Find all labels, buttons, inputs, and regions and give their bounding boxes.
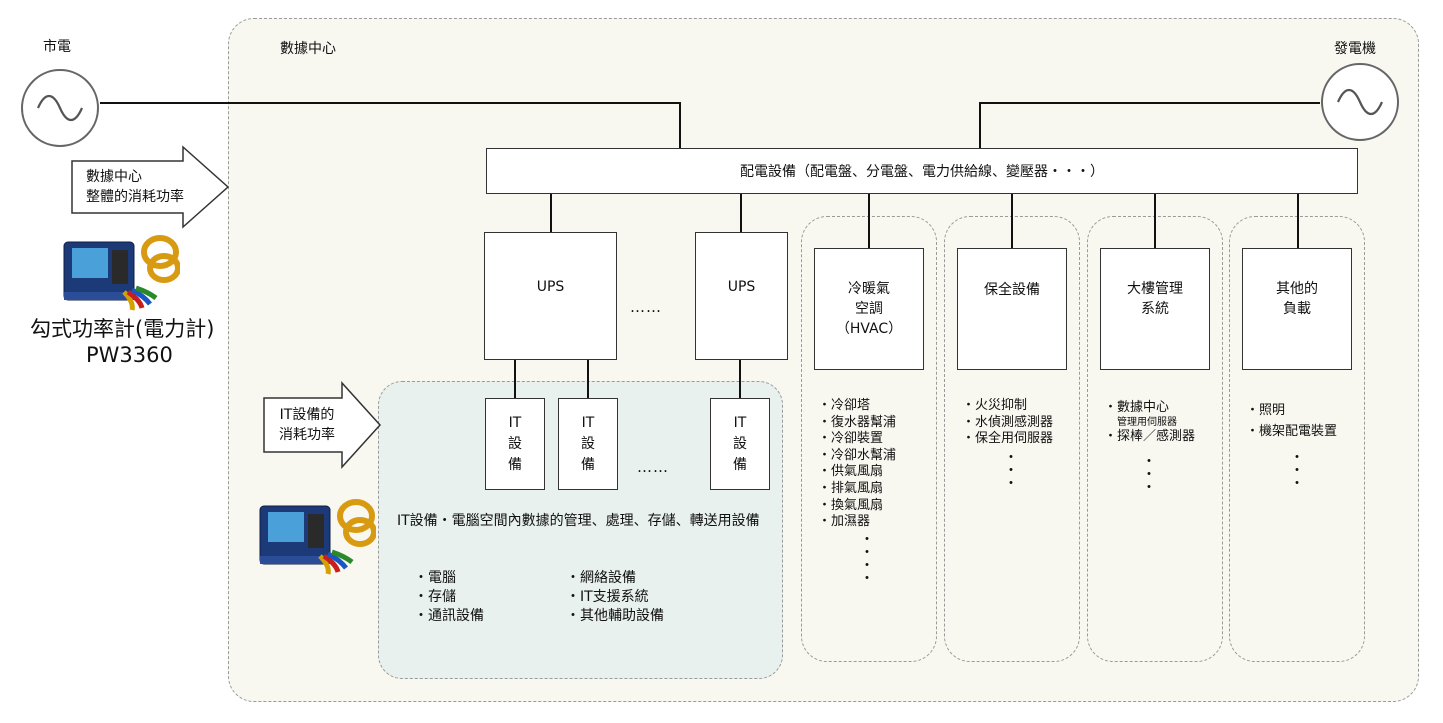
- ups2-feed-line: [740, 194, 742, 232]
- building-title-line1: 大樓管理: [1127, 281, 1183, 297]
- it-list-right: ・網絡設備 ・IT支援系統 ・其他輔助設備: [566, 569, 664, 626]
- security-item: ・保全用伺服器: [962, 431, 1054, 447]
- it-list-left-item: ・通訊設備: [414, 608, 484, 624]
- it-device-2-line1: IT: [581, 414, 595, 431]
- it-device-3-line2: 設: [733, 435, 747, 452]
- it-device-1-line3: 備: [508, 456, 522, 473]
- ups1-feed-line: [550, 194, 552, 232]
- building-title-line2: 系統: [1141, 301, 1169, 317]
- it-device-3-line1: IT: [733, 414, 747, 431]
- ups-label-2: UPS: [727, 279, 756, 295]
- meter-model: PW3360: [86, 343, 173, 367]
- total-power-line2: 整體的消耗功率: [86, 189, 184, 205]
- grid-label: 市電: [43, 39, 71, 55]
- it-list-right-item: ・網絡設備: [566, 570, 636, 586]
- hvac-title-line3: （HVAC）: [835, 321, 903, 337]
- other-feed-line: [1297, 194, 1299, 248]
- generator-ac-source-icon: [1320, 62, 1400, 142]
- ups-box-1: UPS: [484, 232, 617, 360]
- generator-label: 發電機: [1334, 41, 1376, 57]
- it2-feed-line: [587, 360, 589, 398]
- total-power-arrow-icon: [70, 144, 230, 230]
- building-more-dots: ・・・: [1142, 454, 1156, 496]
- security-box: 保全設備: [957, 248, 1067, 370]
- hvac-item: ・排氣風扇: [818, 480, 884, 496]
- hvac-item: ・加濕器: [818, 514, 871, 530]
- power-meter-device-icon: [62, 232, 181, 312]
- ups-box-2: UPS: [695, 232, 788, 360]
- it-device-1-line2: 設: [508, 435, 522, 452]
- other-item: ・機架配電裝置: [1246, 424, 1338, 439]
- building-item: ・數據中心: [1104, 400, 1170, 415]
- grid-drop-line: [679, 102, 681, 148]
- other-load-box: 其他的 負載: [1242, 248, 1352, 370]
- it-device-box-3: IT 設 備: [710, 398, 770, 490]
- grid-line: [100, 102, 680, 104]
- other-more-dots: ・・・: [1290, 450, 1304, 492]
- security-item: ・水偵測感測器: [962, 414, 1054, 430]
- it-power-line1: IT設備的: [279, 407, 335, 423]
- it1-feed-line: [514, 360, 516, 398]
- hvac-item: ・冷卻裝置: [818, 431, 884, 447]
- ups-ellipsis: ……: [630, 298, 662, 316]
- it-list-left-item: ・存儲: [414, 589, 456, 605]
- hvac-feed-line: [868, 194, 870, 248]
- distribution-label: 配電設備（配電盤、分電盤、電力供給線、變壓器・・・）: [740, 164, 1104, 180]
- it-list-right-item: ・IT支援系統: [566, 589, 649, 605]
- total-power-line1: 數據中心: [86, 169, 142, 185]
- grid-ac-source-icon: [20, 68, 100, 148]
- hvac-more-dots: ・・・・: [860, 532, 874, 587]
- generator-drop-line: [979, 102, 981, 148]
- it3-feed-line: [739, 360, 741, 398]
- building-items: ・數據中心 管理用伺服器 ・探棒／感測器: [1104, 400, 1195, 445]
- hvac-title-line2: 空調: [855, 301, 883, 317]
- building-mgmt-box: 大樓管理 系統: [1100, 248, 1210, 370]
- hvac-item: ・復水器幫浦: [818, 414, 897, 430]
- hvac-item: ・換氣風扇: [818, 497, 884, 513]
- it-list-right-item: ・其他輔助設備: [566, 608, 664, 624]
- it-list-left-item: ・電腦: [414, 570, 456, 586]
- power-meter-device-icon-2: [258, 496, 377, 576]
- other-item: ・照明: [1246, 403, 1286, 418]
- building-item-sub: 管理用伺服器: [1117, 416, 1177, 428]
- building-feed-line: [1154, 194, 1156, 248]
- building-item: ・探棒／感測器: [1104, 428, 1196, 444]
- security-item: ・火災抑制: [962, 398, 1028, 413]
- total-power-label: 數據中心 整體的消耗功率: [72, 161, 197, 213]
- it-description: IT設備・電腦空間內數據的管理、處理、存儲、轉送用設備: [397, 513, 760, 529]
- security-more-dots: ・・・: [1004, 450, 1018, 492]
- security-title: 保全設備: [984, 282, 1040, 298]
- other-items: ・照明 ・機架配電裝置: [1246, 400, 1337, 442]
- hvac-title-line1: 冷暖氣: [848, 281, 890, 297]
- hvac-box: 冷暖氣 空調 （HVAC）: [814, 248, 924, 370]
- it-power-label: IT設備的 消耗功率: [262, 398, 352, 452]
- it-power-arrow-icon: [262, 380, 382, 470]
- other-title-line2: 負載: [1283, 301, 1311, 317]
- it-device-3-line3: 備: [733, 456, 747, 473]
- hvac-item: ・供氣風扇: [818, 464, 884, 480]
- generator-line: [980, 102, 1320, 104]
- it-device-1-line1: IT: [508, 414, 522, 431]
- hvac-items: ・冷卻塔 ・復水器幫浦 ・冷卻裝置 ・冷卻水幫浦 ・供氣風扇 ・排氣風扇 ・換氣…: [818, 398, 896, 531]
- it-device-box-2: IT 設 備: [558, 398, 618, 490]
- it-list-left: ・電腦 ・存儲 ・通訊設備: [414, 569, 484, 626]
- it-device-2-line2: 設: [581, 435, 595, 452]
- hvac-item: ・冷卻塔: [818, 398, 871, 413]
- it-power-line2: 消耗功率: [279, 427, 335, 443]
- datacenter-label: 數據中心: [280, 41, 336, 57]
- security-feed-line: [1011, 194, 1013, 248]
- other-title-line1: 其他的: [1276, 281, 1318, 297]
- ups-label-1: UPS: [536, 279, 565, 295]
- it-ellipsis: ……: [637, 458, 669, 476]
- hvac-item: ・冷卻水幫浦: [818, 447, 897, 463]
- it-device-2-line3: 備: [581, 456, 595, 473]
- security-items: ・火災抑制 ・水偵測感測器 ・保全用伺服器: [962, 398, 1053, 448]
- it-device-box-1: IT 設 備: [485, 398, 545, 490]
- meter-name: 勾式功率計(電力計): [30, 317, 215, 341]
- distribution-box: 配電設備（配電盤、分電盤、電力供給線、變壓器・・・）: [486, 148, 1358, 194]
